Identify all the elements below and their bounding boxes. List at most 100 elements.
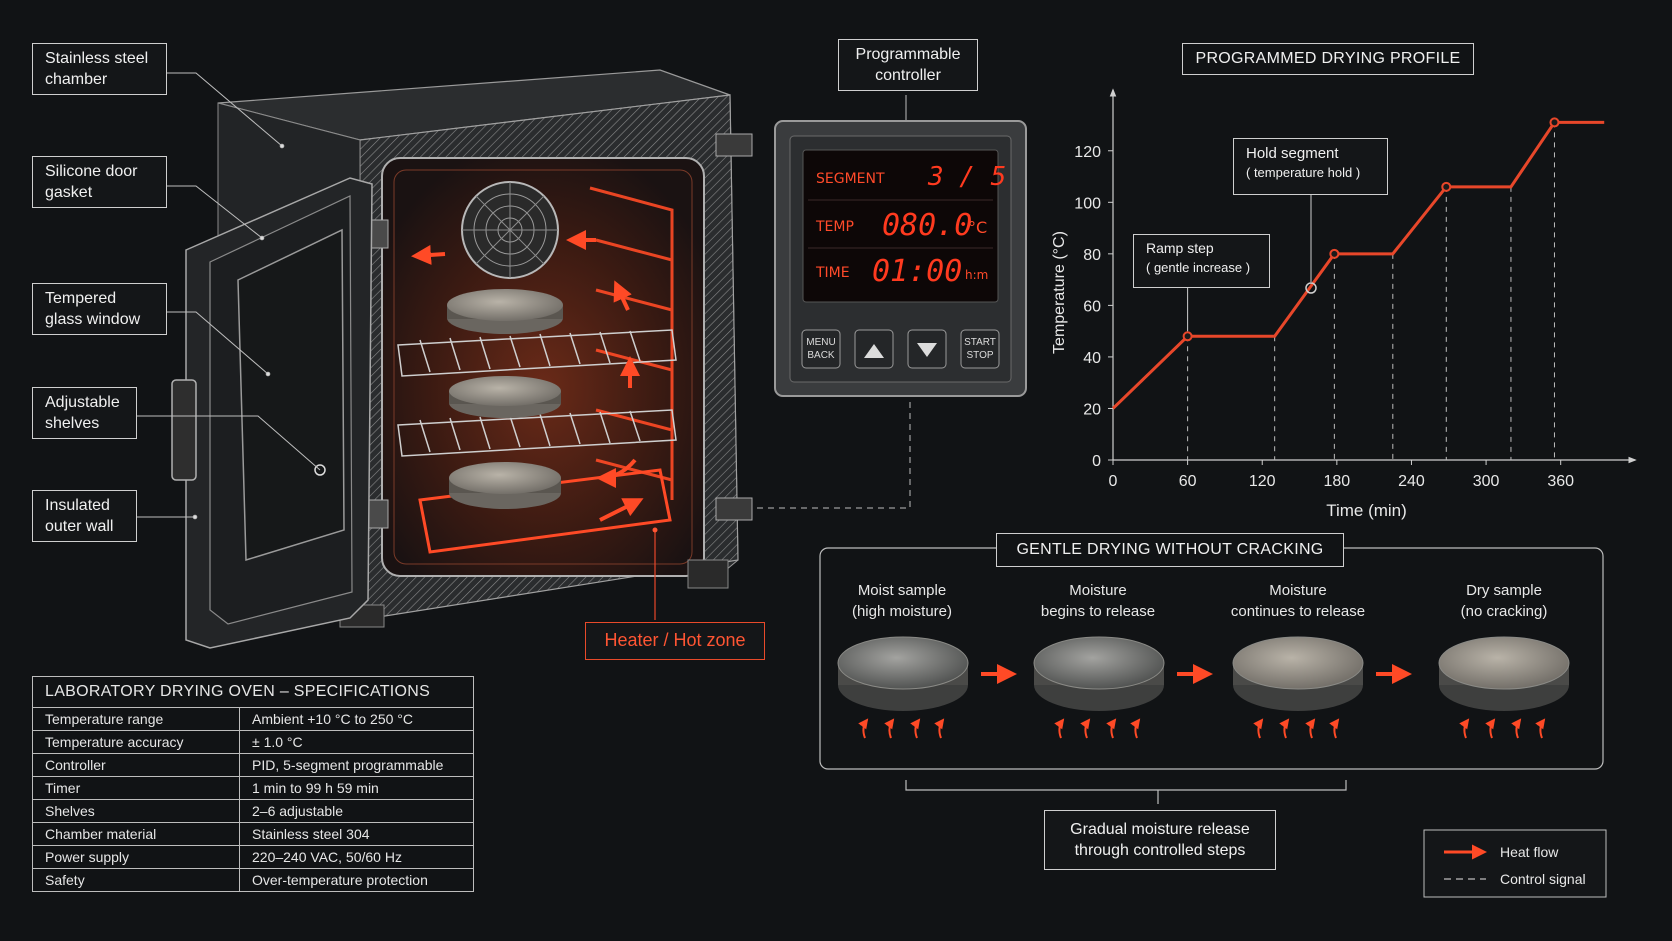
x-axis-label: Time (min): [1326, 501, 1407, 520]
annotation-ramp-sub: ( gentle increase ): [1146, 260, 1251, 275]
heat-wave-arrow: [1130, 718, 1141, 739]
hold-annotation-marker: [1305, 282, 1317, 294]
heat-wave-arrow: [1106, 718, 1117, 739]
callout-door-gasket: Silicone door gasket: [32, 156, 167, 208]
sample-top: [1438, 636, 1570, 690]
annotation-ramp-step: Ramp step ( gentle increase ): [1133, 234, 1270, 288]
stage-2-caption: Moisture begins to release: [1003, 580, 1193, 622]
profile-marker: [1182, 331, 1193, 342]
spec-key: Safety: [32, 868, 240, 892]
spec-value: 2–6 adjustable: [239, 799, 474, 823]
annotation-hold-sub: ( temperature hold ): [1246, 165, 1361, 180]
down-arrow-button[interactable]: [908, 330, 946, 368]
stage-4-caption: Dry sample (no cracking): [1409, 580, 1599, 622]
up-arrow-button[interactable]: [855, 330, 893, 368]
y-tick-label: 60: [1083, 298, 1101, 315]
callout-outer-wall: Insulated outer wall: [32, 490, 137, 542]
menu-label: MENU: [806, 337, 836, 348]
start-stop-button[interactable]: START STOP: [961, 330, 999, 368]
spec-value: PID, 5-segment programmable: [239, 753, 474, 777]
spec-value: Stainless steel 304: [239, 822, 474, 846]
spec-key: Timer: [32, 776, 240, 800]
heat-wave-arrow: [1485, 718, 1496, 739]
heat-wave-arrow: [858, 718, 869, 739]
heat-wave-arrow: [1329, 718, 1340, 739]
legend-control-signal-label: Control signal: [1500, 871, 1586, 887]
spec-value: 1 min to 99 h 59 min: [239, 776, 474, 800]
spec-value: Ambient +10 °C to 250 °C: [239, 707, 474, 731]
specifications-title: LABORATORY DRYING OVEN – SPECIFICATIONS: [32, 676, 474, 708]
spec-key: Controller: [32, 753, 240, 777]
x-tick-label: 240: [1398, 473, 1425, 490]
stage-3-line2: continues to release: [1230, 603, 1366, 620]
y-tick-label: 120: [1074, 144, 1101, 161]
x-tick-label: 300: [1473, 473, 1500, 490]
spec-key: Temperature accuracy: [32, 730, 240, 754]
stage-1-line1: Moist sample: [857, 582, 947, 599]
heat-wave-arrow: [934, 718, 945, 739]
annotation-hold-text: Hold segment: [1246, 145, 1339, 162]
profile-marker: [1329, 248, 1340, 259]
heat-wave-arrow: [1279, 718, 1290, 739]
spec-key: Shelves: [32, 799, 240, 823]
stage-1-line2: (high moisture): [851, 603, 953, 620]
process-summary: Gradual moisture release through control…: [1044, 810, 1276, 870]
process-samples: [837, 636, 1570, 739]
spec-value: 220–240 VAC, 50/60 Hz: [239, 845, 474, 869]
display-temp-unit: °C: [968, 218, 988, 237]
back-label: BACK: [807, 350, 835, 361]
display-time-value: 01:00: [872, 254, 963, 289]
annotation-hold-segment: Hold segment ( temperature hold ): [1233, 138, 1388, 195]
sample-top: [1033, 636, 1165, 690]
stage-3-caption: Moisture continues to release: [1203, 580, 1393, 622]
chart-title: PROGRAMMED DRYING PROFILE: [1182, 43, 1474, 75]
spec-value: Over-temperature protection: [239, 868, 474, 892]
heat-wave-arrow: [1253, 718, 1264, 739]
callout-shelves: Adjustable shelves: [32, 387, 137, 439]
x-tick-label: 360: [1547, 473, 1574, 490]
spec-value: ± 1.0 °C: [239, 730, 474, 754]
heat-wave-arrow: [1054, 718, 1065, 739]
heat-wave-arrow: [1305, 718, 1316, 739]
start-label: START: [964, 337, 996, 348]
heat-wave-arrow: [910, 718, 921, 739]
display-temp-label: TEMP: [816, 219, 854, 235]
display-time-label: TIME: [816, 265, 850, 281]
display-time-unit: h:m: [965, 268, 989, 282]
y-axis-label: Temperature (°C): [1051, 231, 1068, 354]
menu-back-button[interactable]: MENU BACK: [802, 330, 840, 368]
profile-line: [1111, 120, 1605, 410]
y-tick-label: 100: [1074, 195, 1101, 212]
spec-key: Temperature range: [32, 707, 240, 731]
y-tick-label: 0: [1092, 453, 1101, 470]
stage-4-line1: Dry sample: [1466, 582, 1542, 599]
y-tick-label: 80: [1083, 247, 1101, 264]
callout-stainless-chamber: Stainless steel chamber: [32, 43, 167, 95]
display-segment-value: 3 / 5: [928, 162, 1007, 192]
heat-wave-arrow: [1511, 718, 1522, 739]
process-title: GENTLE DRYING WITHOUT CRACKING: [996, 533, 1344, 567]
heat-wave-arrow: [884, 718, 895, 739]
y-tick-label: 40: [1083, 350, 1101, 367]
stage-2-line1: Moisture: [1069, 582, 1127, 599]
legend-border: [1423, 829, 1607, 898]
display-temp-value: 080.0: [882, 208, 973, 243]
stage-1-caption: Moist sample (high moisture): [807, 580, 997, 622]
profile-marker: [1549, 117, 1560, 128]
callout-leaders: [137, 72, 911, 520]
stop-label: STOP: [966, 350, 994, 361]
oven-illustration: [171, 69, 753, 649]
sample-top: [837, 636, 969, 690]
profile-marker: [1441, 181, 1452, 192]
annotation-ramp-text: Ramp step: [1146, 240, 1214, 256]
controller-panel-graphic: [774, 120, 1027, 397]
summary-line2: through controlled steps: [1074, 842, 1246, 859]
heat-wave-arrow: [1080, 718, 1091, 739]
display-segment-label: SEGMENT: [816, 171, 885, 187]
